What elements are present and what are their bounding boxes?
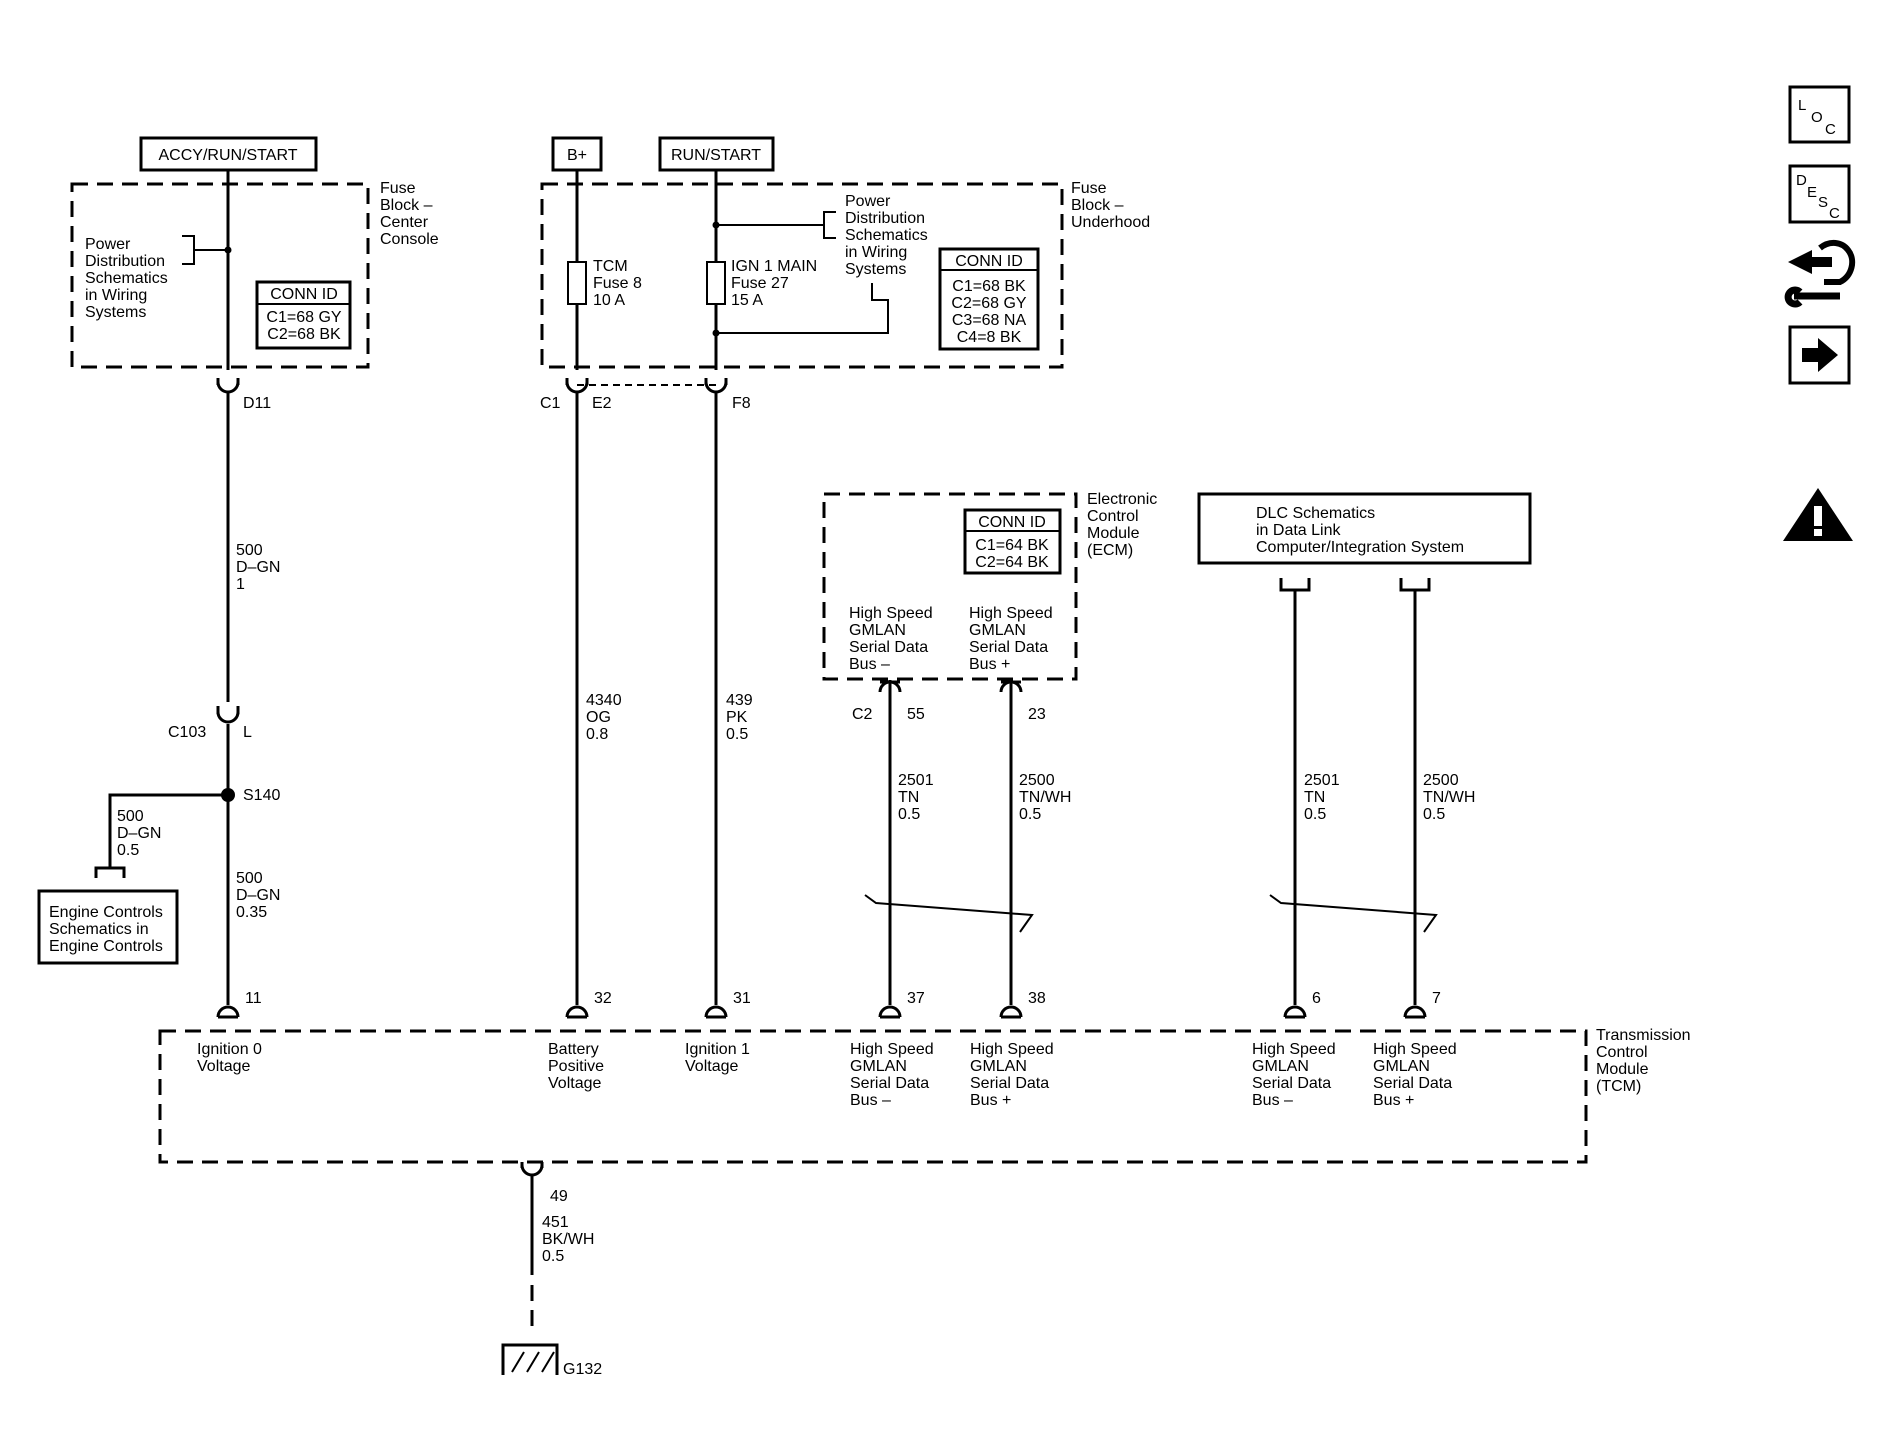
warning-icon[interactable] <box>1783 488 1853 541</box>
wire-label-500: 500 D–GN 1 <box>236 542 285 593</box>
svg-text:C2: C2 <box>852 706 873 723</box>
fuse-block-center-console: Fuse Block – Center Console Power Distri… <box>70 180 439 369</box>
svg-text:D11: D11 <box>243 395 271 412</box>
wire-label-4340: 4340 OG 0.8 <box>586 692 626 743</box>
svg-text:11: 11 <box>245 990 262 1007</box>
svg-text:C1: C1 <box>540 395 561 412</box>
tcm-bus-plus-2-label: High Speed GMLAN Serial Data Bus + <box>1373 1041 1461 1109</box>
svg-text:C2=64 BK: C2=64 BK <box>975 554 1049 571</box>
power-source-b-plus: B+ <box>551 136 603 172</box>
svg-text:49: 49 <box>550 1188 568 1205</box>
svg-text:S140: S140 <box>243 787 280 804</box>
wire-label-451: 451 BK/WH 0.5 <box>542 1214 599 1265</box>
svg-text:38: 38 <box>1028 990 1046 1007</box>
svg-text:TCM Fuse 8 10: TCM Fuse 8 10 A <box>593 258 646 309</box>
svg-text:31: 31 <box>733 990 751 1007</box>
svg-text:L: L <box>243 724 252 741</box>
svg-text:C: C <box>1829 205 1840 222</box>
svg-text:C2=68 BK: C2=68 BK <box>267 326 341 343</box>
svg-text:DLC Schematics in Data L: DLC Schematics in Data Link Computer/Int… <box>1256 505 1464 556</box>
ecm-bus-plus-label: High Speed GMLAN Serial Data Bus + <box>969 605 1057 673</box>
loc-icon[interactable]: L O C <box>1788 85 1851 144</box>
tcm-title: Transmission Control Module (TCM) <box>1596 1027 1695 1095</box>
power-source-accy-run-start: ACCY/RUN/START <box>139 136 318 172</box>
svg-text:23: 23 <box>1028 706 1046 723</box>
svg-text:CONN ID: CONN ID <box>978 514 1046 531</box>
tcm-bus-minus-2-label: High Speed GMLAN Serial Data Bus – <box>1252 1041 1340 1109</box>
svg-text:C2=68 GY: C2=68 GY <box>951 295 1026 312</box>
svg-text:C1=68 GY: C1=68 GY <box>266 309 341 326</box>
connector-ecm-55 <box>878 680 902 1005</box>
svg-text:37: 37 <box>907 990 925 1007</box>
svg-text:C103: C103 <box>168 724 206 741</box>
wire-label-500-branch: 500 D–GN 0.5 <box>117 808 166 859</box>
conn-id-table: CONN ID C1=68 GY C2=68 BK <box>255 280 352 350</box>
wire-label-2500-dlc: 2500 TN/WH 0.5 <box>1423 772 1480 823</box>
wire-label-2501-ecm: 2501 TN 0.5 <box>898 772 938 823</box>
engine-controls-ref-box[interactable]: Engine Controls Schematics in Engine Con… <box>37 889 179 965</box>
svg-text:32: 32 <box>594 990 612 1007</box>
tcm-batt-label: Battery Positive Voltage <box>548 1041 608 1092</box>
wire-label-2500-ecm: 2500 TN/WH 0.5 <box>1019 772 1076 823</box>
desc-icon[interactable]: D E S C <box>1788 164 1851 224</box>
conn-id-table: CONN ID C1=64 BK C2=64 BK <box>963 508 1062 575</box>
svg-text:C: C <box>1825 121 1836 138</box>
fuse-tcm: TCM Fuse 8 10 A <box>567 258 646 309</box>
connector-ecm-23 <box>999 680 1023 1005</box>
power-source-label: ACCY/RUN/START <box>159 147 298 164</box>
ecm-title: Electronic Control Module (ECM) <box>1087 491 1162 559</box>
tcm-module: Transmission Control Module (TCM) Igniti… <box>158 1027 1695 1164</box>
power-source-run-start: RUN/START <box>658 136 775 172</box>
svg-text:C3=68 NA: C3=68 NA <box>952 312 1027 329</box>
svg-text:E: E <box>1807 184 1817 201</box>
tcm-pin-connectors <box>216 1005 1427 1019</box>
ecm-bus-minus-label: High Speed GMLAN Serial Data Bus – <box>849 605 937 673</box>
power-distribution-ref: Power Distribution Schematics in Wiring … <box>845 193 932 278</box>
svg-text:E2: E2 <box>592 395 612 412</box>
tcm-ign1-label: Ignition 1 Voltage <box>685 1041 754 1075</box>
dlc-ref-box[interactable]: DLC Schematics in Data Link Computer/Int… <box>1197 492 1532 565</box>
tcm-bus-plus-label: High Speed GMLAN Serial Data Bus + <box>970 1041 1058 1109</box>
arrow-right-icon[interactable] <box>1788 325 1851 385</box>
connector-c103 <box>216 706 240 724</box>
fuse-block-underhood: Fuse Block – Underhood Power Distributio… <box>540 180 1150 369</box>
svg-text:C1=64 BK: C1=64 BK <box>975 537 1049 554</box>
connector-c1-e2 <box>565 378 589 394</box>
svg-text:CONN ID: CONN ID <box>270 286 338 303</box>
fuse-block-underhood-title: Fuse Block – Underhood <box>1071 180 1150 231</box>
svg-text:55: 55 <box>907 706 925 723</box>
wire-label-2501-dlc: 2501 TN 0.5 <box>1304 772 1344 823</box>
connector-d11 <box>216 378 240 394</box>
conn-id-table: CONN ID C1=68 BK C2=68 GY C3=68 NA C4=8 … <box>938 247 1040 351</box>
power-distribution-ref: Power Distribution Schematics in Wiring … <box>85 236 172 321</box>
tcm-bus-minus-label: High Speed GMLAN Serial Data Bus – <box>850 1041 938 1109</box>
wire-label-500-bottom: 500 D–GN 0.35 <box>236 870 285 921</box>
svg-text:CONN ID: CONN ID <box>955 253 1023 270</box>
svg-text:6: 6 <box>1312 990 1321 1007</box>
svg-text:S: S <box>1818 194 1828 211</box>
svg-text:IGN 1 MAIN Fuse 27: IGN 1 MAIN Fuse 27 15 A <box>731 258 822 309</box>
power-source-label: B+ <box>567 147 587 164</box>
svg-text:O: O <box>1811 109 1823 126</box>
connector-hand-tool-icon[interactable] <box>1784 240 1856 308</box>
svg-text:Engine Controls Schemati: Engine Controls Schematics in Engine Con… <box>49 904 167 955</box>
ground-g132-icon: G132 <box>501 1343 602 1378</box>
svg-text:D: D <box>1796 172 1807 189</box>
ground-circuit: 49 451 BK/WH 0.5 <box>520 1162 599 1335</box>
svg-text:G132: G132 <box>563 1361 602 1378</box>
svg-text:C1=68 BK: C1=68 BK <box>952 278 1026 295</box>
power-source-label: RUN/START <box>671 147 761 164</box>
fuse-ign1-main: IGN 1 MAIN Fuse 27 15 A <box>706 258 822 309</box>
ecm-module: Electronic Control Module (ECM) CONN ID … <box>822 491 1162 681</box>
svg-text:C4=8 BK: C4=8 BK <box>957 329 1022 346</box>
svg-text:7: 7 <box>1432 990 1441 1007</box>
connector-f8 <box>704 378 728 394</box>
svg-text:F8: F8 <box>732 395 751 412</box>
wire-label-439: 439 PK 0.5 <box>726 692 757 743</box>
svg-text:L: L <box>1798 97 1806 114</box>
tcm-ign0-label: Ignition 0 Voltage <box>197 1041 266 1075</box>
fuse-block-center-title: Fuse Block – Center Console <box>380 180 439 248</box>
